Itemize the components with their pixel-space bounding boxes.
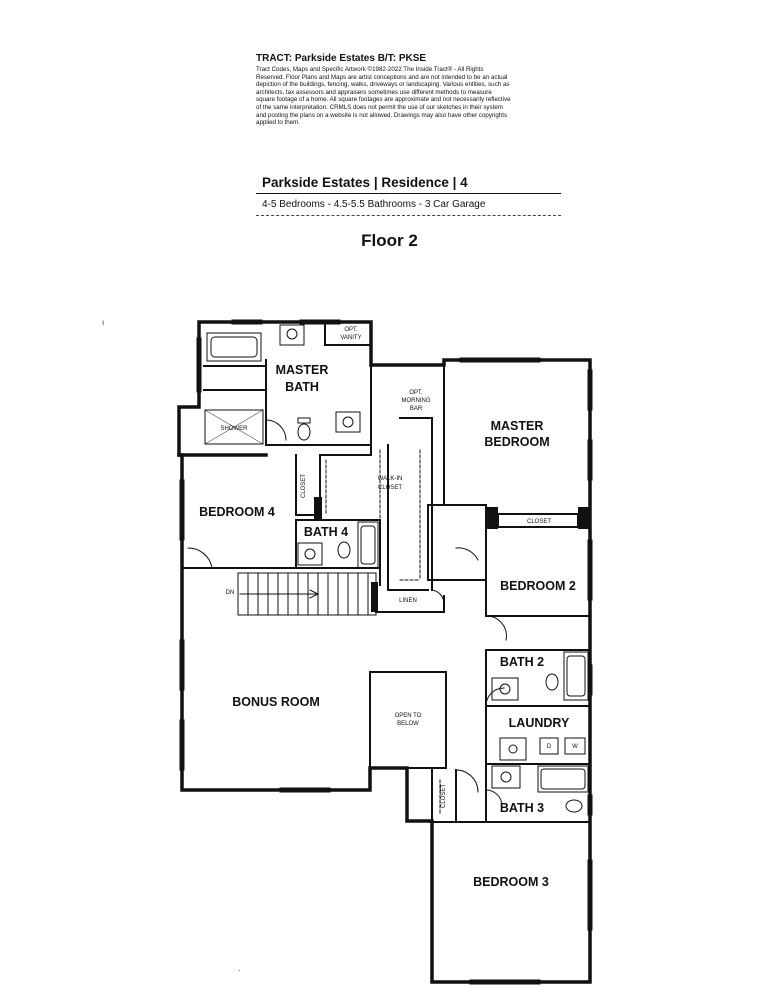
label-stairs-down: DN — [226, 590, 235, 596]
label-opt-morning-bar: OPT. — [409, 390, 423, 396]
scan-mark: · — [238, 966, 241, 975]
closet-rods — [325, 449, 441, 816]
label-opt-morning-bar: MORNING — [402, 398, 431, 404]
label-closet-bedroom-4: CLOSET — [301, 474, 307, 498]
room-label-laundry: LAUNDRY — [509, 716, 570, 730]
label-shower: SHOWER — [221, 426, 249, 432]
room-label-bedroom-4: BEDROOM 4 — [199, 505, 275, 519]
room-label-bath-4: BATH 4 — [304, 525, 348, 539]
wall-blocks — [314, 497, 590, 612]
label-walk-in-closet: WALK-IN — [378, 476, 403, 482]
copyright-disclaimer: Tract Codes, Maps and Specific Artwork ©… — [256, 66, 511, 127]
label-opt-vanity: OPT. — [344, 327, 358, 333]
interior-walls — [181, 321, 591, 823]
stairs — [237, 572, 377, 616]
small-labels: OPT. VANITY OPT. MORNING BAR SHOWER CLOS… — [221, 327, 579, 808]
label-linen: LINEN — [399, 598, 417, 604]
label-walk-in-closet: CLOSET — [378, 485, 402, 491]
label-washer: W — [572, 744, 578, 750]
floor-title: Floor 2 — [361, 231, 418, 250]
room-label-bedroom-3: BEDROOM 3 — [473, 875, 549, 889]
room-label-bath-3: BATH 3 — [500, 801, 544, 815]
door-swings — [187, 419, 507, 807]
label-open-to-below: OPEN TO — [395, 713, 422, 719]
fixtures — [204, 324, 589, 813]
room-label-master-bedroom: BEDROOM — [484, 435, 549, 449]
windows — [179, 319, 593, 985]
room-label-bath-2: BATH 2 — [500, 655, 544, 669]
tract-title: TRACT: Parkside Estates B/T: PKSE — [256, 53, 427, 64]
label-closet-bedroom-2: CLOSET — [527, 519, 551, 525]
label-open-to-below: BELOW — [397, 721, 419, 727]
room-label-master-bedroom: MASTER — [491, 419, 544, 433]
subtitle-rule — [256, 215, 561, 216]
room-label-bonus-room: BONUS ROOM — [232, 695, 320, 709]
scan-mark: ı — [102, 318, 105, 327]
residence-title: Parkside Estates | Residence | 4 — [262, 175, 468, 190]
room-label-master-bath: BATH — [285, 380, 319, 394]
room-label-bedroom-2: BEDROOM 2 — [500, 579, 576, 593]
residence-subtitle: 4-5 Bedrooms - 4.5-5.5 Bathrooms - 3 Car… — [262, 199, 486, 210]
label-closet-bath-3: CLOSET — [441, 784, 447, 808]
room-label-master-bath: MASTER — [276, 363, 329, 377]
label-dryer: D — [547, 744, 552, 750]
title-rule — [256, 193, 561, 194]
room-labels: MASTER BATH MASTER BEDROOM BEDROOM 4 BAT… — [199, 363, 576, 889]
label-opt-morning-bar: BAR — [410, 406, 423, 412]
label-opt-vanity: VANITY — [340, 335, 361, 341]
